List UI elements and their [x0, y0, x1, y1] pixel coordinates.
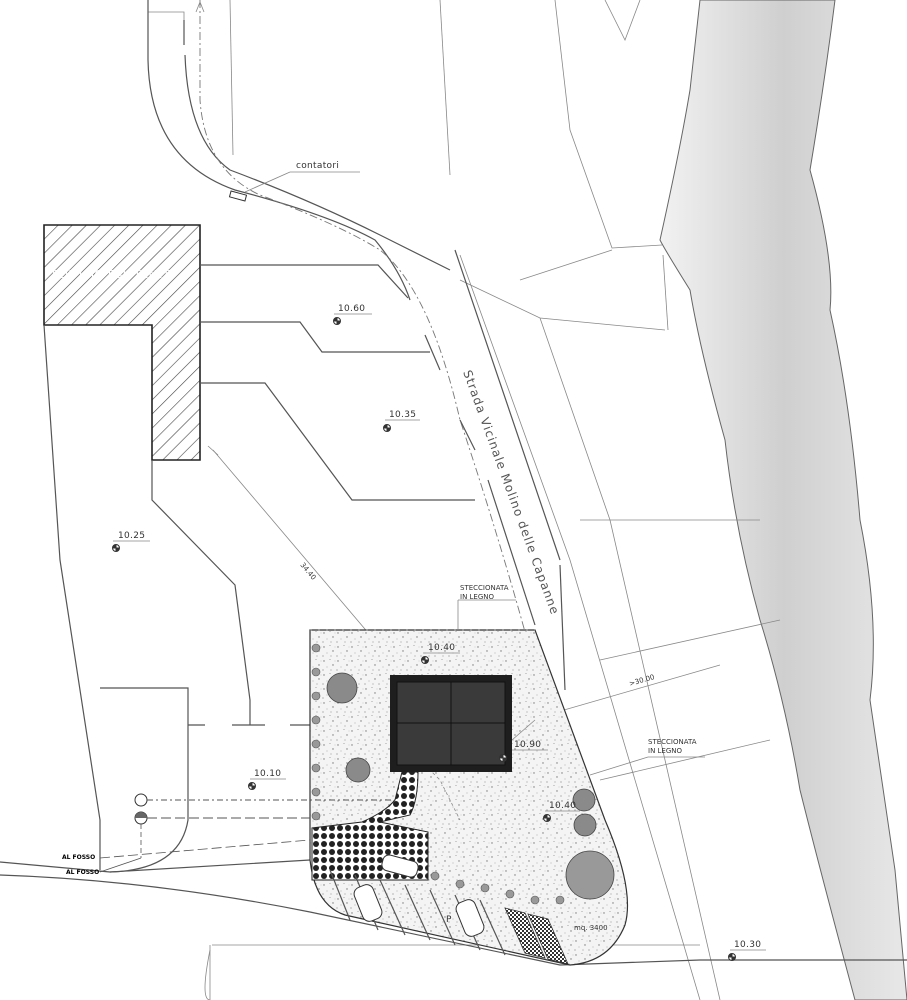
svg-text:10.90: 10.90	[514, 740, 541, 750]
elevation-1060: 10.60	[333, 304, 372, 325]
existing-building-label: EDIFICIO ESISTENTE	[52, 268, 172, 281]
river-channel	[659, 0, 907, 1000]
svg-text:10.25: 10.25	[118, 531, 145, 541]
elevation-1025: 10.25	[112, 531, 150, 552]
utility-lines	[99, 793, 395, 873]
svg-text:10.35: 10.35	[389, 410, 416, 420]
svg-text:10.60: 10.60	[338, 304, 365, 314]
fence-label-top: STECCIONATA IN LEGNO	[457, 584, 516, 630]
elevation-1010: 10.10	[248, 769, 286, 790]
fence-label-right-line1: STECCIONATA	[648, 738, 697, 746]
elevation-1030: 10.30	[728, 940, 766, 961]
contatori-label: contatori	[296, 161, 339, 171]
project-lot	[309, 629, 629, 966]
fence-label-top-line2: IN LEGNO	[460, 593, 495, 601]
fence-label-right-line2: IN LEGNO	[648, 747, 683, 755]
cobble-driveway	[311, 771, 429, 881]
tree-group	[326, 672, 615, 900]
parcel-lines	[147, 0, 781, 1000]
elevation-1090: 10.90	[499, 740, 548, 762]
dimension-3000: >30.00	[628, 673, 655, 688]
al-fosso-label-1: AL FOSSO	[62, 854, 95, 861]
hedge-shrubs	[311, 643, 565, 905]
al-fosso-label-2: AL FOSSO	[66, 869, 99, 876]
car-parked-1	[353, 884, 383, 922]
car-driveway	[381, 854, 419, 878]
svg-text:10.40: 10.40	[549, 801, 576, 811]
elevation-1035: 10.35	[383, 410, 420, 432]
terrace-lines	[0, 264, 907, 966]
house-roof	[390, 675, 512, 772]
dimension-3440: 34.40	[298, 561, 317, 581]
road-name: Strada Vicinale Molino delle Capanne	[460, 368, 562, 617]
fence-label-right: STECCIONATA IN LEGNO	[589, 738, 705, 776]
fence-label-top-line1: STECCIONATA	[460, 584, 509, 592]
svg-text:10.10: 10.10	[254, 769, 281, 779]
parking-label: P	[446, 915, 452, 925]
parking-stalls: P mq. 3400	[329, 869, 608, 965]
svg-text:10.40: 10.40	[428, 643, 455, 653]
svg-text:10.30: 10.30	[734, 940, 761, 950]
elevation-1040a: 10.40	[421, 643, 460, 664]
existing-building: EDIFICIO ESISTENTE	[43, 224, 201, 461]
meter-box	[228, 190, 248, 202]
area-note: mq. 3400	[574, 924, 608, 932]
access-road	[147, 0, 566, 691]
elevation-1040b: 10.40	[543, 801, 580, 822]
car-parked-2	[455, 899, 485, 937]
